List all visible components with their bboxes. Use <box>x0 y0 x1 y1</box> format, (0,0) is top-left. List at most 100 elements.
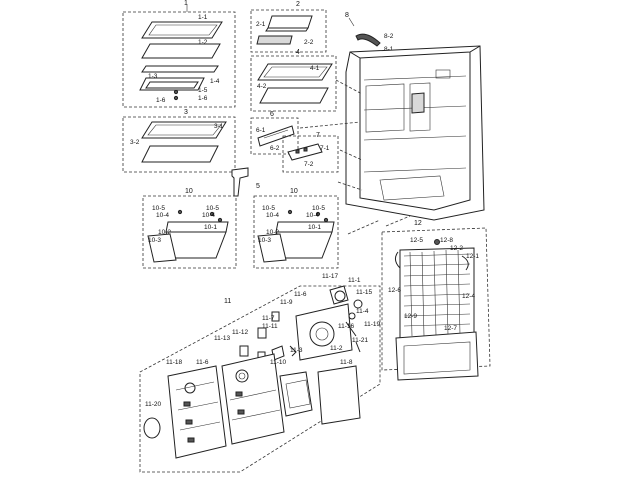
group-6-label: 6 <box>270 111 274 118</box>
label-10b-5b: 10-5 <box>312 205 325 212</box>
fan-housing-11-2 <box>295 303 353 361</box>
label-1-2: 1-2 <box>198 39 208 46</box>
label-12-5: 12-5 <box>410 237 423 244</box>
label-12-2: 12-2 <box>450 245 463 252</box>
label-11-8: 11-8 <box>340 359 353 366</box>
label-10b-4a: 10-4 <box>266 212 279 219</box>
label-1-6a: 1-6 <box>198 95 208 102</box>
group-8-label: 8 <box>345 12 349 19</box>
part-11-3 <box>289 345 297 357</box>
label-10b-2: 10-2 <box>266 229 279 236</box>
group-12-evaporator: 12 12-5 12-8 12-2 12-1 12-6 12-4 12-9 12… <box>381 220 491 381</box>
cabinet-body <box>345 45 485 221</box>
label-2-1: 2-1 <box>256 21 266 28</box>
label-1-1: 1-1 <box>198 14 208 21</box>
bracket-5 <box>231 167 249 197</box>
shelf-frame-4-1 <box>257 63 333 81</box>
label-11-21: 11-21 <box>352 337 369 344</box>
group-11-label: 11 <box>224 298 231 305</box>
group-11-fan-duct-assembly: 11 <box>139 273 381 473</box>
group-10-crisper-right: 10 10-5 10-5 10-4 10-4 10-2 10-1 10-3 <box>253 188 339 269</box>
label-10a-4b: 10-4 <box>202 212 215 219</box>
group-2-drawer: 2 2-1 2-2 <box>250 1 327 53</box>
label-12-9: 12-9 <box>404 313 417 320</box>
group-3-shelf: 3 3-1 3-2 <box>122 109 236 173</box>
label-12-1: 12-1 <box>466 253 479 260</box>
group-12-label: 12 <box>414 220 422 227</box>
shelf-frame-1-1 <box>141 21 223 39</box>
back-panel-12-9 <box>395 331 479 381</box>
duct-11-6 <box>221 353 285 445</box>
label-1-3: 1-3 <box>148 73 158 80</box>
gasket-ring-11-20 <box>143 417 161 439</box>
group-5-label: 5 <box>256 183 260 190</box>
label-8-1: 8-1 <box>384 46 394 53</box>
duct-cover-11-18 <box>167 365 227 459</box>
label-11-1: 11-1 <box>348 277 361 284</box>
label-11-17: 11-17 <box>322 273 339 280</box>
part-11-13 <box>239 345 249 357</box>
label-10b-3: 10-3 <box>258 237 271 244</box>
duct-piece <box>279 371 313 417</box>
group-10b-label: 10 <box>290 188 298 195</box>
shelf-frame-3-1 <box>141 121 227 139</box>
group-1-shelf-assembly: 1 1-1 1-2 1-3 1-4 1-5 1-6 1-6 <box>122 0 236 108</box>
group-6-cover: 6 6-1 6-2 <box>250 111 299 155</box>
group-4-label: 4 <box>296 49 300 56</box>
label-12-7: 12-7 <box>444 325 457 332</box>
part-11-7 <box>257 327 267 339</box>
label-1-5: 1-5 <box>198 87 208 94</box>
crisper-front-10-3 <box>147 233 177 263</box>
label-11-3: 11-3 <box>290 347 303 354</box>
label-11-18: 11-18 <box>166 359 183 366</box>
label-12-6: 12-6 <box>388 287 401 294</box>
label-11-13: 11-13 <box>214 335 231 342</box>
label-1-4: 1-4 <box>210 78 220 85</box>
shelf-glass-4-2 <box>259 87 329 104</box>
label-6-2: 6-2 <box>270 145 280 152</box>
crisper-front-10-3b <box>257 233 287 263</box>
label-10a-3: 10-3 <box>148 237 161 244</box>
label-6-1: 6-1 <box>256 127 266 134</box>
drawer-cover-2-1 <box>256 35 293 45</box>
label-11-7: 11-7 <box>262 315 275 322</box>
group-1-label: 1 <box>184 0 188 7</box>
label-7-2: 7-2 <box>304 161 314 168</box>
label-11-19: 11-19 <box>364 321 381 328</box>
label-12-8: 12-8 <box>440 237 453 244</box>
label-3-2: 3-2 <box>130 139 140 146</box>
control-7-1 <box>287 143 323 161</box>
group-5-bracket: 5 <box>231 167 260 197</box>
shelf-glass-3-2 <box>141 145 219 163</box>
label-11-6a: 11-6 <box>294 291 307 298</box>
label-2-2: 2-2 <box>304 39 314 46</box>
label-11-20: 11-20 <box>145 401 162 408</box>
label-10b-1: 10-1 <box>308 224 321 231</box>
label-10b-5a: 10-5 <box>262 205 275 212</box>
group-10-crisper-left: 10 10-5 10-5 10-4 10-4 10-2 10-1 10-3 <box>142 188 237 269</box>
refrigerator-cabinet <box>345 45 485 221</box>
label-11-11: 11-11 <box>262 323 278 330</box>
label-11-6b: 11-6 <box>196 359 209 366</box>
drawer-2-2 <box>267 15 313 29</box>
label-4-2: 4-2 <box>257 83 267 90</box>
group-2-label: 2 <box>296 1 300 8</box>
label-11-9: 11-9 <box>280 299 293 306</box>
part-11-9 <box>271 311 280 322</box>
label-11-16: 11-16 <box>338 323 355 330</box>
shelf-trim-1-4 <box>141 65 219 73</box>
group-4-shelf: 4 4-1 4-2 <box>250 49 337 112</box>
insulation-11-8 <box>317 365 361 425</box>
label-11-12: 11-12 <box>232 329 249 336</box>
label-10a-4a: 10-4 <box>156 212 169 219</box>
group-8-handle: 8 8-2 8-1 <box>345 12 394 53</box>
label-4-1: 4-1 <box>310 65 320 72</box>
shelf-bracket-1-3 <box>139 77 205 91</box>
label-11-4: 11-4 <box>356 308 369 315</box>
label-10a-1: 10-1 <box>204 224 217 231</box>
group-7-control: 7 7-1 7-2 <box>282 132 339 173</box>
handle-8-1 <box>355 33 381 47</box>
group-7-label: 7 <box>316 132 320 139</box>
label-10a-2: 10-2 <box>158 229 171 236</box>
